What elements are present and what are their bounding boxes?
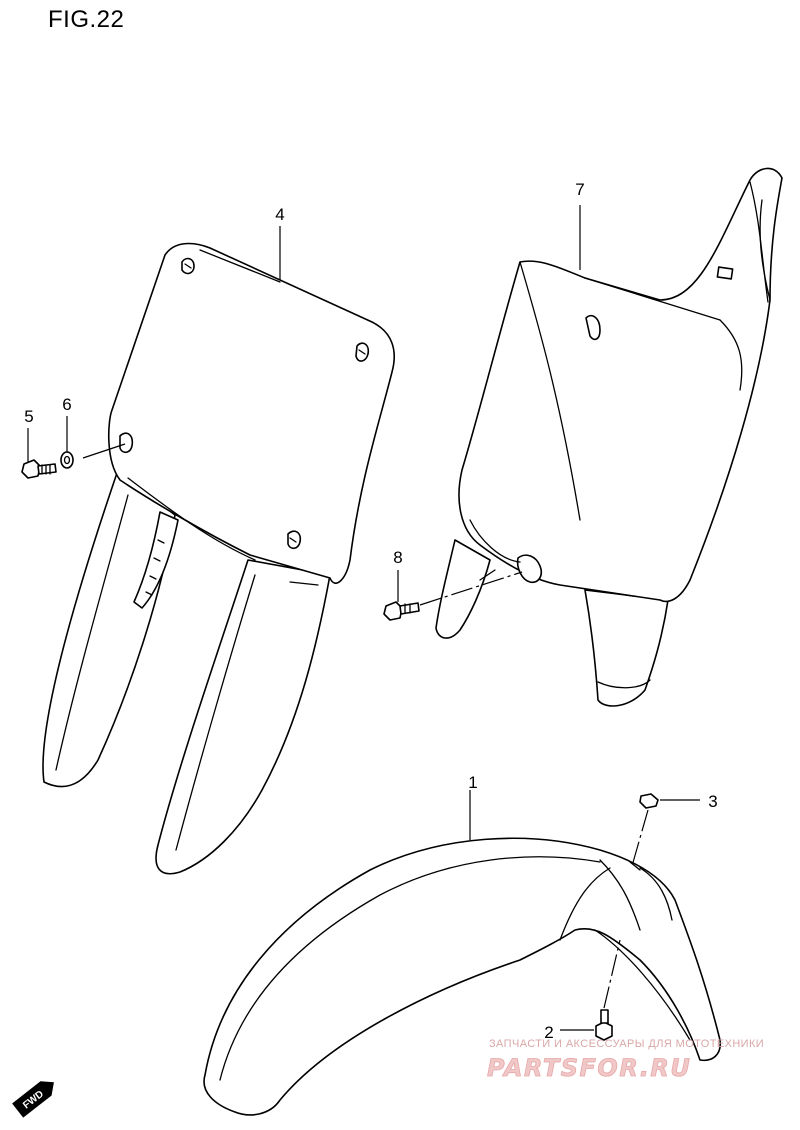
callout-4: 4 — [275, 205, 284, 224]
part-6-washer[interactable] — [60, 451, 74, 469]
callout-2: 2 — [544, 1023, 553, 1042]
leader-lines — [27, 205, 700, 1031]
part-1-front-fender[interactable] — [203, 837, 722, 1116]
callout-1: 1 — [468, 773, 477, 792]
callout-7: 7 — [575, 180, 584, 199]
callout-3: 3 — [708, 792, 717, 811]
watermark: ЗАПЧАСТИ И АКСЕССУАРЫ ДЛЯ МОТОТЕХНИКИ PA… — [487, 1038, 764, 1082]
callout-6: 6 — [62, 395, 71, 414]
figure-title: FIG.22 — [48, 6, 125, 33]
callout-5: 5 — [24, 407, 33, 426]
callout-8: 8 — [393, 548, 402, 567]
part-5-bolt[interactable] — [21, 459, 57, 479]
part-3-nut[interactable] — [639, 793, 659, 809]
part-8-bolt[interactable] — [383, 601, 420, 621]
forward-direction-badge: FWD — [12, 1081, 54, 1118]
watermark-brand: PARTSFOR.RU — [487, 1054, 691, 1082]
part-7-front-number-plate[interactable] — [435, 167, 783, 707]
watermark-tagline: ЗАПЧАСТИ И АКСЕССУАРЫ ДЛЯ МОТОТЕХНИКИ — [489, 1038, 764, 1050]
part-2-bolt[interactable] — [595, 1009, 613, 1041]
part-4-number-plate[interactable] — [42, 242, 395, 875]
